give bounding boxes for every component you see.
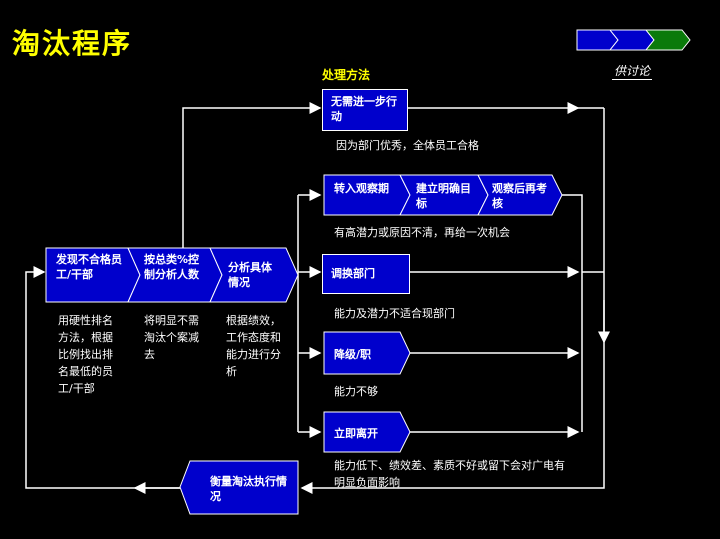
action-reassess: 观察后再考核 <box>492 182 547 210</box>
discussion-tag: 供讨论 <box>612 64 653 80</box>
action-observe: 转入观察期 <box>334 182 389 195</box>
action-set-goal: 建立明确目标 <box>416 182 471 210</box>
action-no-action: 无需进一步行动 <box>322 89 408 131</box>
page-title: 淘汰程序 <box>12 27 133 60</box>
step-find-note: 用硬性排名方法，根据比例找出排名最低的员工/干部 <box>58 314 113 395</box>
methods-header: 处理方法 <box>322 68 371 82</box>
action-demote: 降级/职 <box>334 348 372 361</box>
note-transfer: 能力及潜力不适合现部门 <box>334 307 455 320</box>
step-analyze-label: 分析具体情况 <box>228 261 272 289</box>
step-control-note: 将明显不需淘汰个案减去 <box>144 314 199 361</box>
progress-chevrons <box>576 29 691 51</box>
action-transfer: 调换部门 <box>322 254 410 294</box>
note-observe: 有高潜力或原因不清，再给一次机会 <box>334 226 510 239</box>
measure-step: 衡量淘汰执行情况 <box>210 475 287 503</box>
note-demote: 能力不够 <box>334 385 378 398</box>
note-dismiss: 能力低下、绩效差、素质不好或留下会对广电有明显负面影响 <box>334 459 565 489</box>
action-dismiss: 立即离开 <box>334 427 378 440</box>
note-no-action: 因为部门优秀，全体员工合格 <box>336 139 479 152</box>
step-control-label: 按总类%控制分析人数 <box>144 253 200 281</box>
step-analyze-note: 根据绩效，工作态度和能力进行分析 <box>226 314 281 378</box>
step-find-label: 发现不合格员工/干部 <box>56 253 122 281</box>
